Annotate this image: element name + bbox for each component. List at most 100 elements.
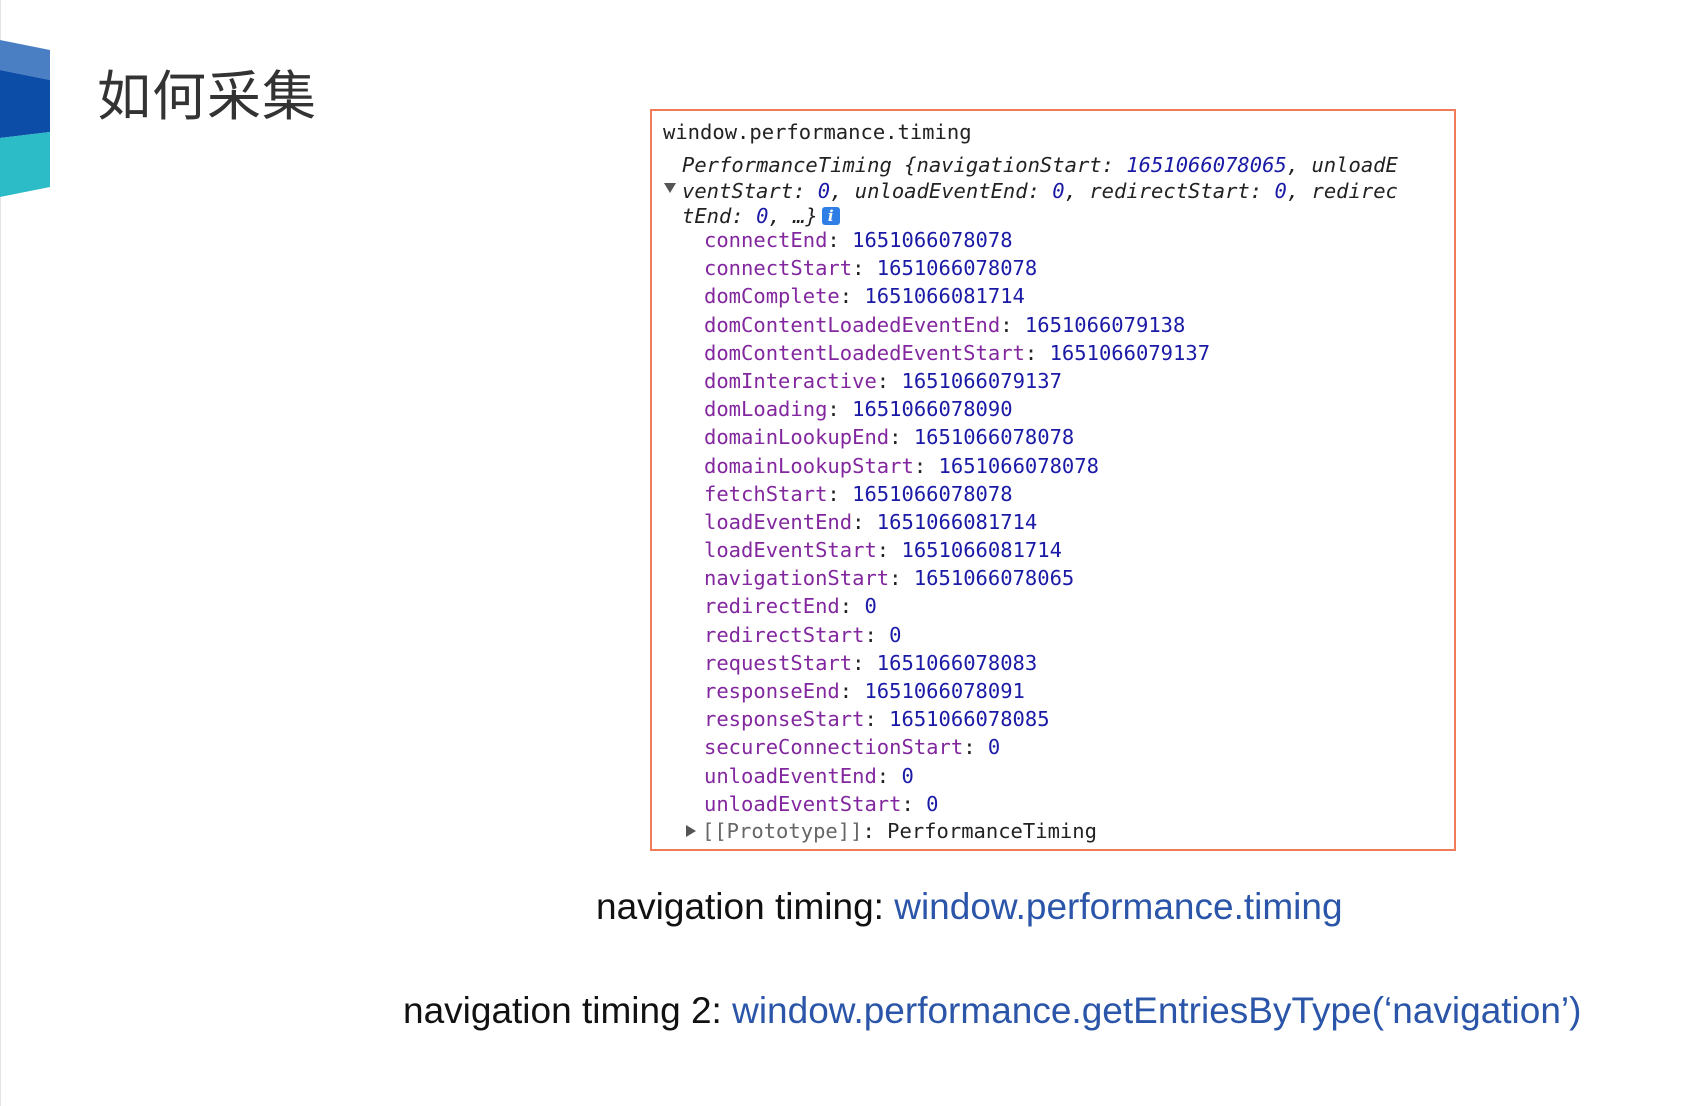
property-row: unloadEventEnd: 0 <box>704 762 1210 790</box>
property-value: 1651066079137 <box>1049 340 1211 365</box>
property-value: 0 <box>889 622 902 647</box>
property-key: navigationStart <box>704 566 890 591</box>
property-row: domContentLoadedEventStart: 165106607913… <box>704 339 1210 367</box>
property-row: secureConnectionStart: 0 <box>704 733 1210 761</box>
property-key: secureConnectionStart <box>704 735 964 760</box>
property-colon: : <box>852 650 877 675</box>
property-colon: : <box>1024 340 1050 365</box>
summary-value: 1651066078065 <box>1126 153 1287 177</box>
property-value: 1651066078078 <box>938 453 1099 478</box>
prototype-value: PerformanceTiming <box>887 819 1097 843</box>
property-colon: : <box>827 481 853 506</box>
property-key: responseEnd <box>704 679 840 703</box>
summary-text: , …} <box>768 204 818 228</box>
property-colon: : <box>839 284 865 309</box>
property-value: 1651066078065 <box>913 566 1075 591</box>
property-row: loadEventStart: 1651066081714 <box>704 536 1210 564</box>
summary-text: , unloadE <box>1286 153 1398 177</box>
console-output-panel: window.performance.timing PerformanceTim… <box>650 109 1456 851</box>
summary-text: : <box>1101 153 1127 177</box>
property-key: domainLookupStart <box>704 453 914 478</box>
property-key: domInteractive <box>704 368 877 393</box>
caption-label: navigation timing 2: <box>403 990 733 1031</box>
property-value: 1651066079138 <box>1024 312 1186 337</box>
summary-value: 0 <box>1052 178 1065 203</box>
summary-text: tEnd <box>682 204 732 228</box>
caption-label: navigation timing: <box>596 886 895 927</box>
property-colon: : <box>852 509 877 534</box>
property-value: 1651066078090 <box>852 397 1013 422</box>
property-colon: : <box>864 707 890 732</box>
property-row: responseEnd: 1651066078091 <box>704 677 1210 705</box>
summary-text: , redirec <box>1286 178 1398 203</box>
property-value: 1651066081714 <box>876 509 1038 534</box>
property-value: 0 <box>987 735 1001 760</box>
slide-left-border <box>0 0 1 1106</box>
property-value: 0 <box>926 791 939 816</box>
summary-text: PerformanceTiming { <box>682 153 917 177</box>
caption-code: window.performance.getEntriesByType(‘nav… <box>732 990 1582 1031</box>
property-value: 1651066081714 <box>901 538 1062 563</box>
caption-navigation-timing-2: navigation timing 2: window.performance.… <box>403 988 1581 1034</box>
property-key: loadEventEnd <box>704 509 853 534</box>
info-icon[interactable]: i <box>821 207 840 225</box>
property-value: 0 <box>901 763 914 788</box>
slide-title: 如何采集 <box>97 65 317 128</box>
logo-segment-middle <box>0 70 50 138</box>
expand-triangle-icon[interactable] <box>664 183 676 193</box>
property-value: 1651066078078 <box>852 228 1013 252</box>
summary-line: tEnd: 0, …}i <box>682 204 1452 230</box>
property-key: redirectStart <box>704 622 865 647</box>
property-key: connectStart <box>704 256 853 281</box>
property-colon: : <box>889 566 914 591</box>
property-colon: : <box>889 425 914 450</box>
property-colon: : <box>827 397 853 422</box>
property-value: 1651066078078 <box>852 481 1013 506</box>
property-row: domInteractive: 1651066079137 <box>704 367 1210 395</box>
summary-text: : <box>1249 178 1275 203</box>
summary-value: 0 <box>756 204 769 228</box>
summary-text: : <box>731 204 757 228</box>
property-colon: : <box>901 791 927 816</box>
summary-line: PerformanceTiming {navigationStart: 1651… <box>682 153 1452 179</box>
property-row: requestStart: 1651066078083 <box>704 649 1210 677</box>
property-value: 1651066081714 <box>864 284 1025 309</box>
property-colon: : <box>827 228 853 252</box>
property-value: 0 <box>864 594 877 619</box>
property-colon: : <box>852 256 877 281</box>
property-key: unloadEventStart <box>704 791 902 816</box>
property-colon: : <box>839 679 865 703</box>
summary-text: ventStart <box>682 178 794 203</box>
property-key: connectEnd <box>704 228 828 252</box>
property-row: connectEnd: 1651066078078 <box>704 226 1210 254</box>
summary-value: 0 <box>1274 178 1287 203</box>
property-colon: : <box>913 453 939 478</box>
property-row: domainLookupStart: 1651066078078 <box>704 452 1210 480</box>
property-value: 1651066079137 <box>901 368 1062 393</box>
property-colon: : <box>876 368 902 393</box>
property-row: unloadEventStart: 0 <box>704 790 1210 818</box>
property-colon: : <box>876 763 902 788</box>
property-colon: : <box>864 622 890 647</box>
property-key: domComplete <box>704 284 840 309</box>
property-value: 1651066078078 <box>913 425 1075 450</box>
property-key: domContentLoadedEventStart <box>704 340 1025 365</box>
property-row: domComplete: 1651066081714 <box>704 282 1210 310</box>
property-row: domLoading: 1651066078090 <box>704 395 1210 423</box>
property-row: responseStart: 1651066078085 <box>704 705 1210 733</box>
property-key: domContentLoadedEventEnd <box>704 312 1001 337</box>
console-command: window.performance.timing <box>663 120 972 144</box>
property-colon: : <box>963 735 988 760</box>
prototype-row[interactable]: [[Prototype]]: PerformanceTiming <box>686 817 1097 845</box>
property-key: domLoading <box>704 397 828 422</box>
prototype-colon: : <box>862 819 888 843</box>
property-row: domContentLoadedEventEnd: 1651066079138 <box>704 311 1210 339</box>
property-row: domainLookupEnd: 1651066078078 <box>704 423 1210 451</box>
property-row: redirectStart: 0 <box>704 621 1210 649</box>
summary-text: navigationStart <box>916 153 1102 177</box>
object-summary[interactable]: PerformanceTiming {navigationStart: 1651… <box>682 153 1452 230</box>
property-key: responseStart <box>704 707 865 732</box>
collapse-triangle-icon[interactable] <box>686 825 696 837</box>
property-value: 1651066078085 <box>889 707 1050 732</box>
